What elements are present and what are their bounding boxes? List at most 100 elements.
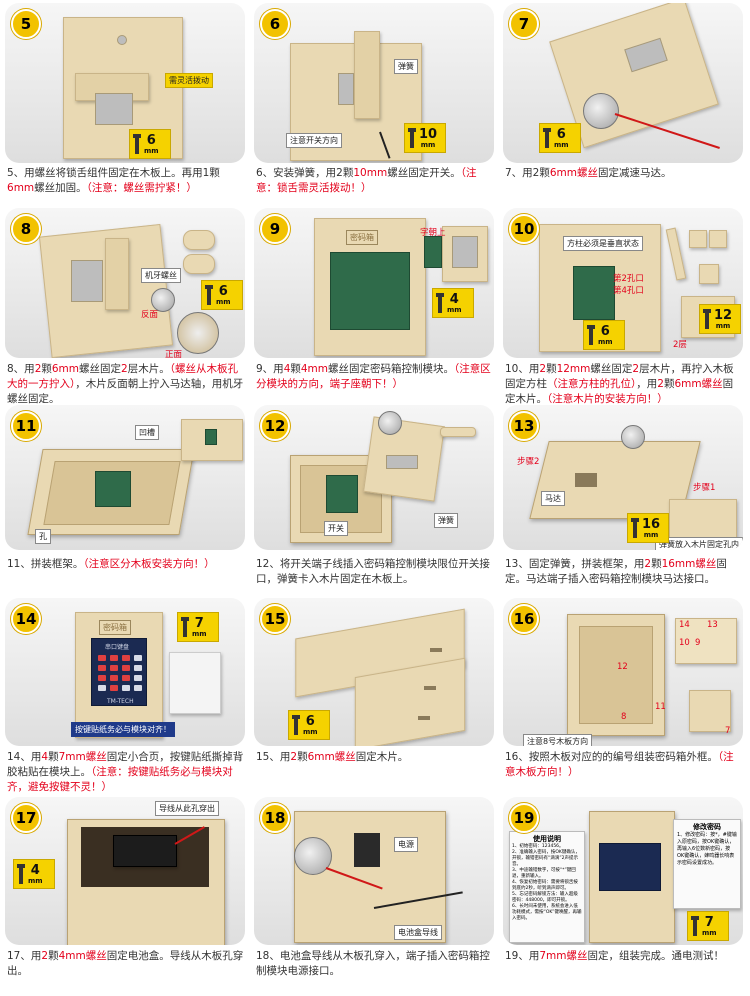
step-caption-16: 16、按照木板对应的的编号组装密码箱外框。（注意木板方向！） xyxy=(505,750,743,780)
screw-icon xyxy=(405,125,419,151)
step-caption-17: 17、用2颗4mm螺丝固定电池盒。导线从木板孔穿出。 xyxy=(7,949,245,979)
disc-part-b xyxy=(183,254,215,274)
key xyxy=(134,665,142,671)
caption-text: 14、用 xyxy=(7,751,42,763)
caption-emph: 4mm螺丝 xyxy=(58,950,107,962)
caption-emph: 2 xyxy=(644,558,652,570)
manual-line: 2、准确输入密码，按OK键确认，开锁，输错密码有“滴滴”2声提示音。 xyxy=(512,850,580,867)
label-hole-4: 第4孔口 xyxy=(613,286,644,296)
caption-note: （注意：按键贴纸务必与模块对齐，避免按键不灵！） xyxy=(7,766,233,793)
caption-emph: 12mm xyxy=(556,363,591,375)
step-caption-5: 5、用螺丝将锁舌组件固定在木板上。再用1颗6mm螺丝加固。（注意：螺丝需拧紧！） xyxy=(7,166,245,196)
caption-emph: 7mm螺丝 xyxy=(539,950,588,962)
keypad-module: 串口键盘 TM-TECH xyxy=(91,638,147,706)
label-wire-through-hole: 导线从此孔穿出 xyxy=(155,801,219,816)
step-caption-12: 12、将开关端子线插入密码箱控制模块限位开关接口，弹簧卡入木片固定在木板上。 xyxy=(256,557,494,587)
step-image-12: 12 开关 弹簧 xyxy=(254,405,494,550)
caption-text: 7、用2颗 xyxy=(505,167,550,179)
screw-icon xyxy=(700,306,714,332)
manual-line: 1、初始密码：123456。 xyxy=(512,844,564,849)
panel-number-13: 13 xyxy=(707,620,718,630)
label-step-1: 步骤1 xyxy=(693,483,716,493)
caption-text: 固定电池盒。导线从木板孔穿出。 xyxy=(7,950,244,977)
caption-text: 15、用 xyxy=(256,751,291,763)
screw-unit: mm xyxy=(192,629,207,638)
step-caption-10: 10、用2颗12mm螺丝固定2层木片，再拧入木板固定方柱（注意方柱的孔位），用2… xyxy=(505,362,743,407)
caption-text: 固定，组装完成。通电测试！ xyxy=(587,950,725,962)
lock-bolt-assembly xyxy=(105,238,129,310)
caption-emph: mm xyxy=(13,182,35,194)
gear-motor xyxy=(583,93,619,129)
spring-holder xyxy=(669,499,737,541)
sticker-sheet xyxy=(169,652,221,714)
caption-text: 螺丝固定开关。 xyxy=(387,167,461,179)
caption-text: ，木片反面朝上拧入马达轴，用机牙螺丝固定。 xyxy=(7,378,244,405)
screw-icon xyxy=(130,131,144,157)
screw-unit: mm xyxy=(28,876,43,885)
caption-text: 8、用 xyxy=(7,363,35,375)
caption-emph: 4 xyxy=(41,751,49,763)
step-badge-16: 16 xyxy=(509,604,539,634)
wood-piece xyxy=(699,264,719,284)
manual-line: 5、忘记密码解锁方法：输入超级密码：448000，即可开锁。 xyxy=(512,892,578,903)
label-spring: 弹簧 xyxy=(394,59,418,74)
change-password-card: 修改密码 1、修改密码：按*，#键输入原密码，按OK键确认，再输入6位数新密码，… xyxy=(673,819,741,909)
screw-length: 4 xyxy=(449,291,459,307)
step-image-18: 18 电源 电池盒导线 xyxy=(254,797,494,945)
step-card-19: 19 使用说明 1、初始密码：123456。 2、准确输入密码，按OK键确认，开… xyxy=(503,797,743,995)
box-body xyxy=(294,811,446,943)
manual-card: 使用说明 1、初始密码：123456。 2、准确输入密码，按OK键确认，开锁，输… xyxy=(509,831,585,943)
step-badge-12: 12 xyxy=(260,411,290,441)
step-badge-18: 18 xyxy=(260,803,290,833)
screw-unit: mm xyxy=(216,297,231,306)
step-badge-9: 9 xyxy=(260,214,290,244)
step-badge-8: 8 xyxy=(11,214,41,244)
control-module xyxy=(573,266,615,320)
screw-length: 7 xyxy=(194,615,204,631)
label-machine-screw: 机牙螺丝 xyxy=(141,268,181,283)
panel-slot xyxy=(430,648,442,652)
caption-text: 9、用 xyxy=(256,363,284,375)
caption-note: （注意区分木板安装方向！） xyxy=(83,558,215,570)
caption-emph: 4 xyxy=(283,363,291,375)
motor-slot xyxy=(575,473,597,487)
caption-text: 螺丝加固。 xyxy=(34,182,87,194)
panel-number-11: 11 xyxy=(655,702,666,712)
screw-unit: mm xyxy=(144,146,159,155)
caption-text: 颗 xyxy=(546,363,557,375)
key xyxy=(98,665,106,671)
panel-number-14: 14 xyxy=(679,620,690,630)
caption-text: 19、用 xyxy=(505,950,540,962)
screw-unit: mm xyxy=(303,727,318,736)
step-card-12: 12 开关 弹簧 12、将开关端子线插入密码箱控制模块限位开关接口，弹簧卡入木片… xyxy=(254,405,494,595)
keypad-title: 串口键盘 xyxy=(105,644,130,651)
screw-icon xyxy=(688,913,702,939)
label-vertical-post: 方柱必须是垂直状态 xyxy=(563,236,643,251)
label-groove: 凹槽 xyxy=(135,425,159,440)
caption-text: 13、固定弹簧，拼装框架，用 xyxy=(505,558,645,570)
board-window xyxy=(71,260,103,302)
module-small xyxy=(424,236,442,268)
label-switch-direction: 注意开关方向 xyxy=(286,133,342,148)
key xyxy=(122,665,130,671)
caption-note: （注意：锁舌需灵活拨动！） xyxy=(256,167,477,194)
caption-text: 6、安装弹簧，用2颗 xyxy=(256,167,354,179)
caption-text: 固定减速马达。 xyxy=(598,167,672,179)
panel-number-7: 7 xyxy=(725,726,731,736)
step-caption-8: 8、用2颗6mm螺丝固定2层木片。（螺丝从木板孔大的一方拧入），木片反面朝上拧入… xyxy=(7,362,245,407)
manual-title: 使用说明 xyxy=(533,835,561,843)
caption-emph: 4mm xyxy=(300,363,329,375)
caption-note: （注意方柱的孔位） xyxy=(547,378,637,390)
